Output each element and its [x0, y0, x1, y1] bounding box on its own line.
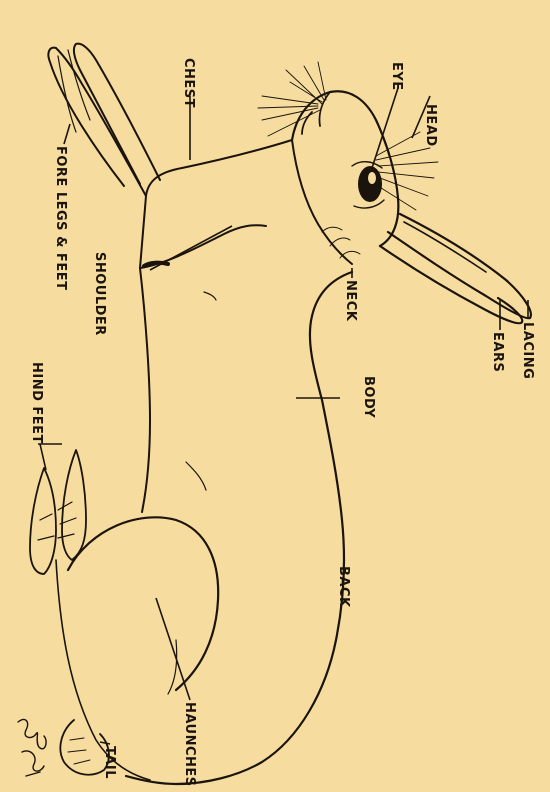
ear-lacing-edge	[404, 222, 486, 272]
label-haunches: HAUNCHES	[182, 702, 197, 787]
label-chest: CHEST	[181, 58, 196, 108]
label-ears: EARS	[490, 332, 505, 372]
haunches-leader	[156, 598, 190, 700]
hind-feet-leader-2	[40, 444, 46, 470]
label-eye: EYE	[389, 62, 404, 91]
chest-outline	[140, 140, 292, 268]
hind-foot-fur	[38, 502, 76, 540]
label-hind-feet: HIND FEET	[29, 362, 44, 444]
fore-legs-leader	[64, 124, 70, 144]
label-fore-legs-feet: FORE LEGS & FEET	[53, 146, 68, 290]
tail-fur	[68, 738, 90, 764]
body-marks	[168, 292, 216, 694]
label-lacing: LACING	[520, 322, 535, 379]
shoulder-shading	[144, 263, 168, 266]
whiskers	[258, 62, 438, 210]
eye-drawing	[352, 162, 384, 208]
tail-leader	[100, 742, 110, 744]
leader-lines	[38, 88, 528, 744]
head-outline	[292, 91, 398, 246]
rabbit-illustration	[30, 44, 531, 784]
haunch-outline	[68, 517, 218, 690]
label-back: BACK	[336, 566, 351, 608]
hind-foot-2	[30, 468, 56, 574]
label-body: BODY	[361, 376, 376, 418]
label-head: HEAD	[423, 104, 438, 147]
labels: HEAD EYE LACING EARS NECK BODY BACK HAUN…	[29, 58, 535, 787]
artist-signature	[18, 720, 46, 776]
fore-leg-2	[74, 44, 160, 184]
belly-outline	[140, 268, 150, 512]
back-outline	[126, 272, 352, 784]
ear-back	[380, 246, 522, 323]
label-neck: NECK	[343, 280, 358, 322]
label-tail: TAIL	[102, 746, 117, 779]
shoulder-leader	[150, 226, 232, 270]
jaw-outline	[292, 140, 352, 264]
label-shoulder: SHOULDER	[92, 252, 107, 336]
